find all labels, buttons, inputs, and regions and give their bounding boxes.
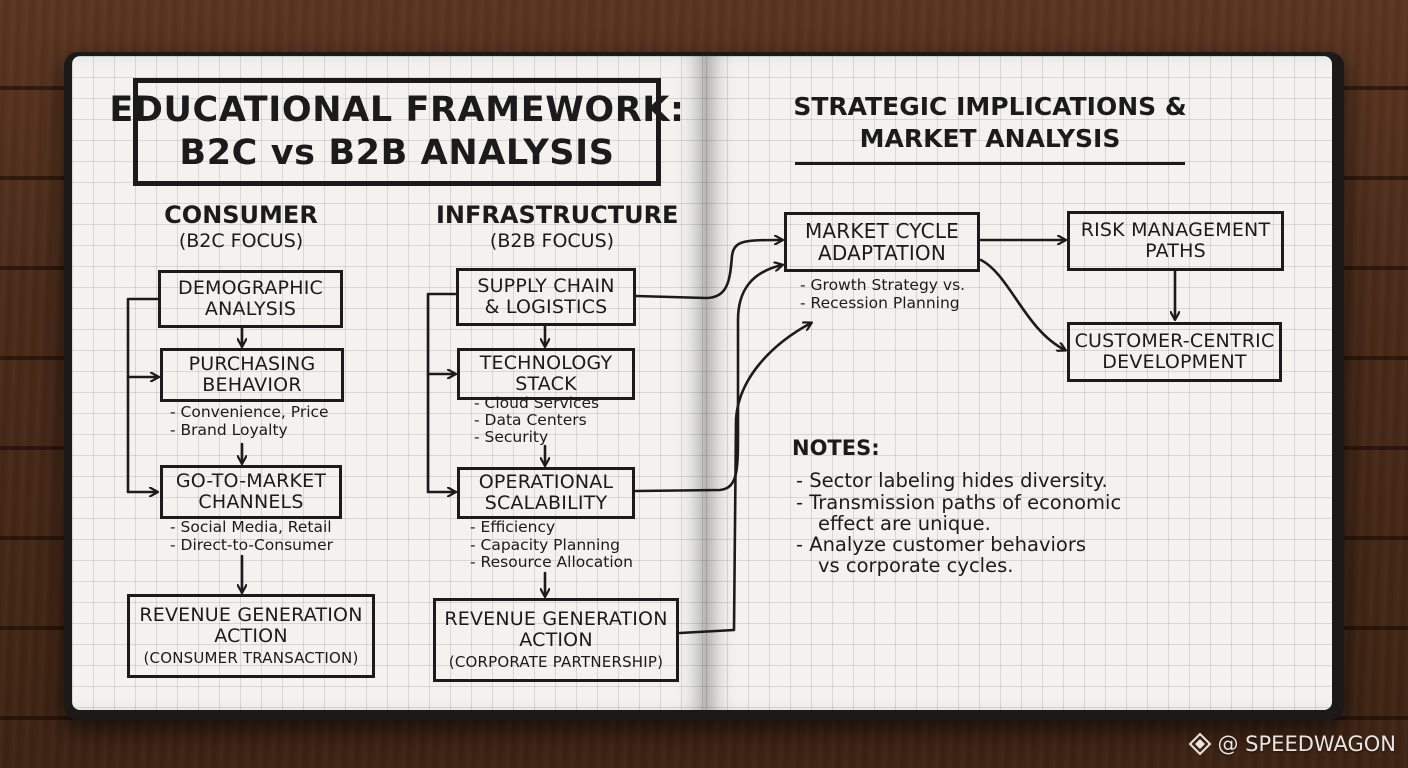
title-line-1: EDUCATIONAL FRAMEWORK: [109,90,685,131]
go-to-market-box: GO-TO-MARKET CHANNELS [160,465,342,519]
market-cycle-box: MARKET CYCLE ADAPTATION [784,212,980,272]
right-page [706,56,1332,710]
risk-label-1: RISK MANAGEMENT [1080,219,1271,242]
customer-centric-box: CUSTOMER-CENTRIC DEVELOPMENT [1067,322,1282,382]
tech-bullet-2: - Data Centers [474,411,587,429]
gtm-label-1: GO-TO-MARKET [175,470,327,493]
tech-bullet-3: - Security [474,428,549,446]
note-1: - Sector labeling hides diversity. [796,470,1108,491]
purchasing-bullet-2: - Brand Loyalty [170,421,288,439]
right-title-line-1: STRATEGIC IMPLICATIONS & [793,92,1187,121]
ops-bullet-3: - Resource Allocation [470,553,633,571]
ops-label-1: OPERATIONAL [478,471,614,494]
corporate-revenue-box: REVENUE GENERATION ACTION (CORPORATE PAR… [433,598,679,682]
market-cycle-bullet-2: - Recession Planning [800,294,960,312]
note-2: - Transmission paths of economic effect … [796,492,1121,534]
note-3-line-1: - Analyze customer behaviors [796,533,1087,556]
title-line-2: B2C vs B2B ANALYSIS [179,133,615,173]
risk-label-2: PATHS [1145,240,1206,262]
gtm-label-2: CHANNELS [198,491,304,513]
market-cycle-bullet-1: - Growth Strategy vs. [800,276,966,294]
note-2-line-2: effect are unique. [818,512,991,536]
customer-label-2: DEVELOPMENT [1102,351,1247,373]
tech-label-2: STACK [515,373,577,395]
market-cycle-label-2: ADAPTATION [817,241,947,265]
title-box: EDUCATIONAL FRAMEWORK: B2C vs B2B ANALYS… [109,78,684,186]
watermark-text: @ SPEEDWAGON [1217,732,1397,756]
infrastructure-heading: INFRASTRUCTURE [436,201,679,229]
market-cycle-label-1: MARKET CYCLE [804,219,960,243]
customer-label-1: CUSTOMER-CENTRIC [1074,330,1275,353]
gtm-bullet-1: - Social Media, Retail [170,518,332,536]
purchasing-behavior-box: PURCHASING BEHAVIOR [160,348,344,402]
corporate-revenue-label-2: ACTION [519,629,593,652]
consumer-subheading: (B2C FOCUS) [178,230,304,252]
consumer-revenue-label-1: REVENUE GENERATION [139,604,363,627]
ops-label-2: SCALABILITY [484,492,608,514]
left-page [72,56,706,710]
demographic-label-2: ANALYSIS [204,298,297,320]
diamond-logo-icon [1188,732,1211,756]
right-title-underline [795,162,1185,165]
gtm-bullet-2: - Direct-to-Consumer [170,536,333,554]
notes-heading: NOTES: [792,436,880,460]
note-3-line-2: vs corporate cycles. [818,554,1014,578]
operational-scalability-box: OPERATIONAL SCALABILITY [457,467,635,519]
demographic-label-1: DEMOGRAPHIC [178,277,323,300]
consumer-revenue-label-2: ACTION [214,625,288,648]
note-2-line-1: - Transmission paths of economic [796,491,1122,514]
corporate-revenue-label-1: REVENUE GENERATION [444,608,668,631]
supply-label-1: SUPPLY CHAIN [477,275,615,298]
corporate-revenue-label-3: (CORPORATE PARTNERSHIP) [448,653,664,672]
ops-bullet-2: - Capacity Planning [470,536,620,554]
purchasing-label-2: BEHAVIOR [202,374,302,396]
tech-bullet-1: - Cloud Services [474,394,600,412]
right-title-line-2: MARKET ANALYSIS [859,124,1121,153]
watermark: @ SPEEDWAGON [1188,732,1397,756]
risk-management-box: RISK MANAGEMENT PATHS [1067,211,1284,271]
tech-label-1: TECHNOLOGY [479,352,613,375]
note-3: - Analyze customer behaviors vs corporat… [796,534,1086,576]
note-1-line-1: - Sector labeling hides diversity. [796,469,1108,492]
supply-label-2: & LOGISTICS [484,296,608,318]
consumer-heading: CONSUMER [164,201,318,229]
purchasing-bullet-1: - Convenience, Price [170,403,329,421]
consumer-revenue-label-3: (CONSUMER TRANSACTION) [143,649,359,668]
demographic-analysis-box: DEMOGRAPHIC ANALYSIS [158,270,343,328]
purchasing-label-1: PURCHASING [188,353,316,376]
ops-bullet-1: - Efficiency [470,518,556,536]
consumer-revenue-box: REVENUE GENERATION ACTION (CONSUMER TRAN… [127,594,375,678]
technology-stack-box: TECHNOLOGY STACK [457,348,635,400]
infrastructure-subheading: (B2B FOCUS) [489,230,615,252]
supply-chain-box: SUPPLY CHAIN & LOGISTICS [456,268,636,326]
